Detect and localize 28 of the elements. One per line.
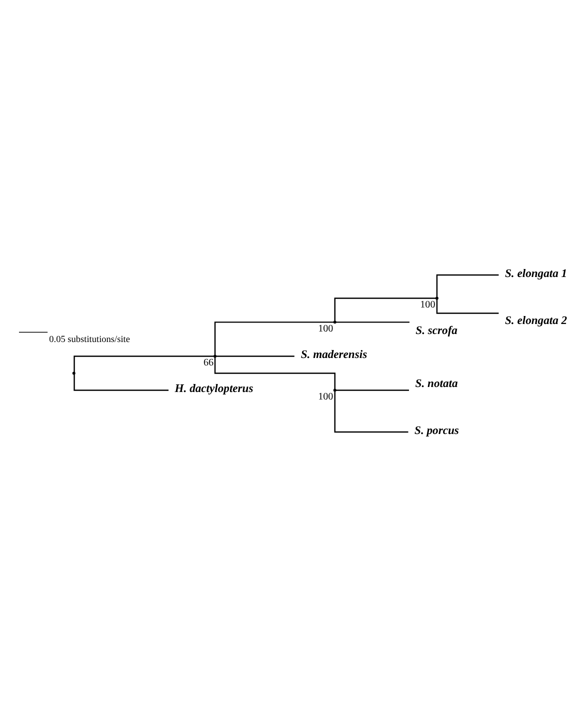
node-point [333, 388, 336, 392]
connector [214, 357, 336, 390]
connector [436, 299, 499, 314]
connector [336, 322, 410, 323]
node-point [435, 296, 438, 300]
connector [436, 274, 499, 297]
node-point [214, 354, 217, 358]
node-text: S. porcus [414, 424, 459, 437]
label: 0.05 substitutions/site [49, 334, 130, 345]
connector [74, 374, 169, 391]
connector [74, 356, 214, 372]
node-text: S. scrofa [416, 324, 458, 338]
node-label: 100 [420, 299, 436, 310]
connector [216, 356, 294, 357]
connector [336, 390, 409, 391]
node-label: 100 [318, 391, 334, 402]
connector [334, 298, 436, 321]
node-point [333, 320, 336, 324]
connector [334, 392, 408, 433]
node-text: S. elongata 1 [504, 266, 568, 280]
node-label: 100 [318, 323, 334, 334]
connector [214, 322, 334, 356]
node-text: S. notata [415, 376, 458, 390]
node-point [72, 372, 76, 375]
node-text: S. elongata 2 [504, 314, 568, 328]
node-label: 66 [203, 357, 214, 368]
node-text: H. dactylopterus [174, 382, 254, 396]
node-text: S. maderensis [300, 348, 368, 362]
